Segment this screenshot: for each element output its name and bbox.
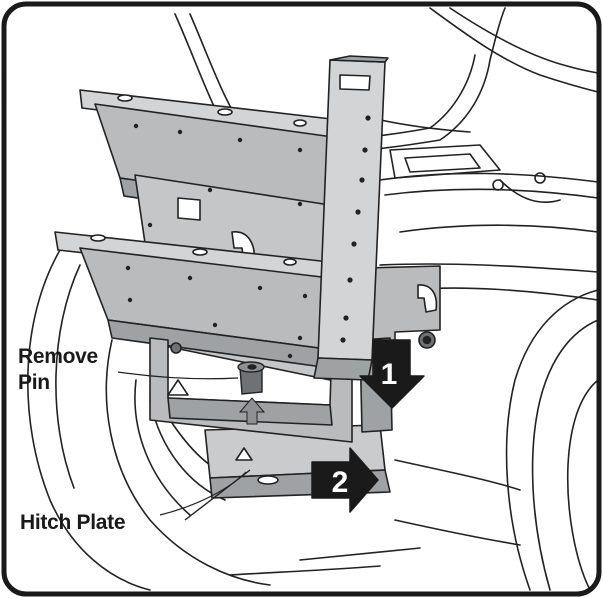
pin-lift-arrow bbox=[238, 397, 266, 425]
removable-pin bbox=[237, 361, 265, 395]
lower-plate bbox=[54, 231, 335, 369]
bolt-holes bbox=[125, 115, 371, 359]
tractor-outline bbox=[27, 7, 599, 591]
remove-pin-label: Remove Pin bbox=[18, 344, 98, 396]
leader-lines bbox=[117, 371, 247, 516]
remove-pin-label-line1: Remove bbox=[18, 345, 98, 368]
hitch-plate-label: Hitch Plate bbox=[20, 511, 126, 534]
vertical-post bbox=[313, 55, 389, 381]
remove-pin-label-line2: Pin bbox=[18, 371, 50, 394]
step-1-number: 1 bbox=[381, 358, 398, 391]
step-2-arrow: 2 bbox=[311, 447, 379, 513]
step-2-number: 2 bbox=[332, 466, 349, 499]
step-1-arrow: 1 bbox=[359, 339, 425, 409]
